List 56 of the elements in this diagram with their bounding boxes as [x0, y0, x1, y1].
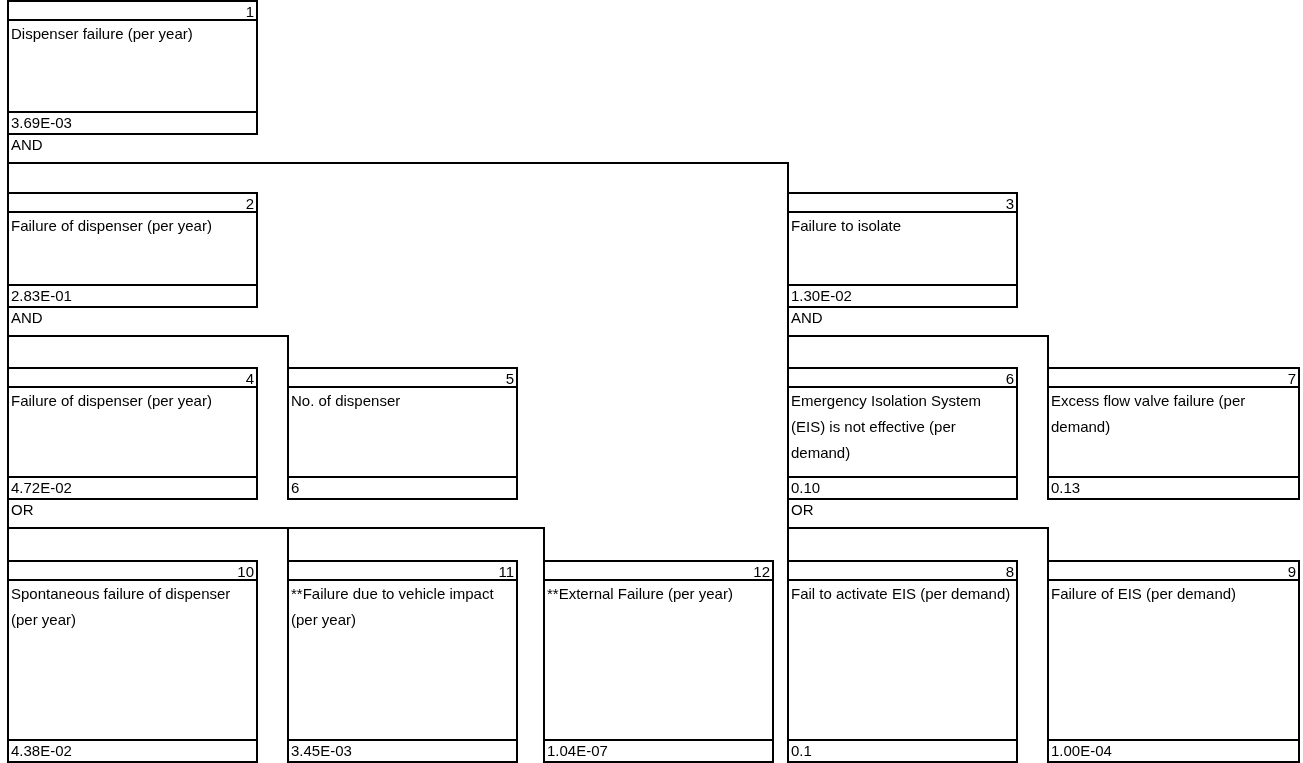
event-number: 8	[1005, 563, 1014, 580]
event-box	[7, 367, 258, 500]
event-box	[1047, 560, 1300, 763]
event-box	[287, 560, 518, 763]
event-description: Fail to activate EIS (per demand)	[791, 585, 1011, 602]
event-number: 9	[1287, 563, 1296, 580]
event-box	[787, 367, 1018, 500]
probability-value: 1.30E-02	[791, 287, 852, 304]
probability-value: 0.1	[791, 742, 812, 759]
event-description: **Failure due to vehicle impact (per year)	[291, 585, 494, 628]
probability-value: 1.00E-04	[1051, 742, 1112, 759]
event-number: 11	[498, 563, 514, 580]
probability-value: 1.04E-07	[547, 742, 608, 759]
event-box	[7, 560, 258, 763]
gate-label: OR	[791, 501, 814, 519]
gate-label: AND	[11, 136, 43, 154]
event-number: 3	[1005, 195, 1014, 212]
probability-value: 6	[291, 479, 300, 496]
gate-label: OR	[11, 501, 34, 519]
event-box	[543, 560, 774, 763]
event-number: 7	[1287, 370, 1296, 387]
event-box	[787, 560, 1018, 763]
gate-label: AND	[11, 309, 43, 327]
event-description: Emergency Isolation System (EIS) is not effective (per demand)	[791, 392, 982, 461]
event-description: Excess flow valve failure (per demand)	[1051, 392, 1246, 435]
event-number: 1	[245, 3, 254, 20]
event-description: **External Failure (per year)	[547, 585, 733, 602]
event-description: Dispenser failure (per year)	[11, 25, 193, 42]
event-description: No. of dispenser	[291, 392, 401, 409]
event-description: Failure of EIS (per demand)	[1051, 585, 1237, 602]
event-box	[787, 192, 1018, 308]
event-number: 5	[505, 370, 514, 387]
probability-value: 2.83E-01	[11, 287, 72, 304]
probability-value: 4.72E-02	[11, 479, 72, 496]
event-number: 12	[753, 563, 770, 580]
connector-line	[787, 499, 1049, 561]
probability-value: 0.10	[791, 479, 821, 496]
gate-label: AND	[791, 309, 823, 327]
event-number: 2	[245, 195, 254, 212]
event-box	[1047, 367, 1300, 500]
event-description: Failure of dispenser (per year)	[11, 392, 212, 409]
event-number: 4	[245, 370, 254, 387]
probability-value: 3.45E-03	[291, 742, 352, 759]
probability-value: 4.38E-02	[11, 742, 72, 759]
event-description: Spontaneous failure of dispenser (per year)	[11, 585, 231, 628]
event-description: Failure of dispenser (per year)	[11, 217, 212, 234]
event-description: Failure to isolate	[791, 217, 902, 234]
connector-line	[787, 307, 1049, 368]
event-box	[7, 192, 258, 308]
event-number: 6	[1005, 370, 1014, 387]
event-box	[287, 367, 518, 500]
event-box	[7, 0, 258, 135]
event-number: 10	[237, 563, 254, 580]
probability-value: 3.69E-03	[11, 114, 72, 131]
probability-value: 0.13	[1051, 479, 1081, 496]
connector-line	[7, 307, 289, 368]
